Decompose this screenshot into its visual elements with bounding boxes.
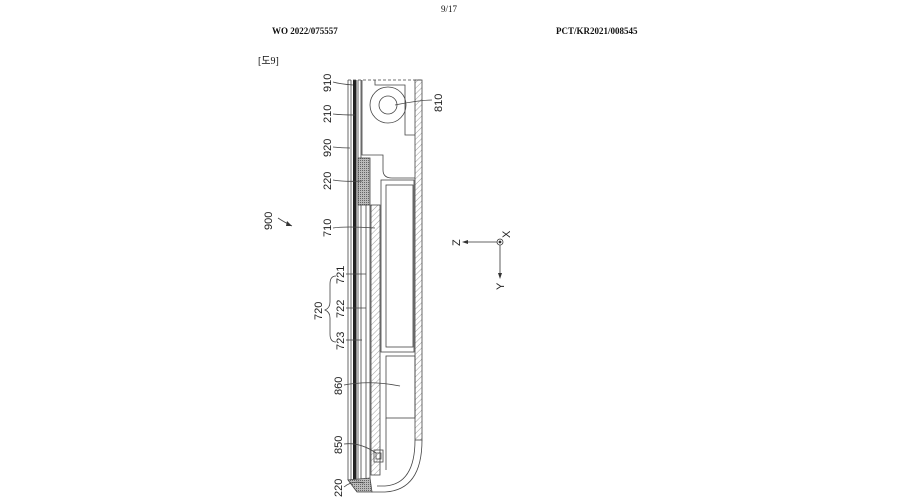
label-720: 720 xyxy=(313,302,325,320)
application-number: PCT/KR2021/008545 xyxy=(556,26,638,36)
label-220-top: 220 xyxy=(322,172,334,190)
label-860: 860 xyxy=(333,377,345,395)
part-850 xyxy=(373,449,384,463)
axis-z: Z xyxy=(451,239,463,246)
label-220-bottom: 220 xyxy=(333,479,345,497)
part-220-bottom xyxy=(347,477,373,493)
label-722: 722 xyxy=(335,300,347,318)
y-arrow-icon xyxy=(498,273,502,279)
label-723: 723 xyxy=(335,332,347,350)
publication-number: WO 2022/075557 xyxy=(272,26,338,36)
axis-x: X xyxy=(501,230,513,238)
label-910: 910 xyxy=(322,74,334,92)
label-810: 810 xyxy=(433,94,445,112)
device-cross-section xyxy=(277,79,433,493)
part-810-outer xyxy=(369,86,407,124)
label-710: 710 xyxy=(322,219,334,237)
label-920: 920 xyxy=(322,139,334,157)
support-plate xyxy=(370,204,381,476)
housing-wall xyxy=(414,79,423,441)
figure-label: [도9] xyxy=(258,56,279,67)
label-721: 721 xyxy=(335,266,347,284)
part-810-inner xyxy=(378,95,398,115)
page-number: 9/17 xyxy=(441,4,458,14)
label-850: 850 xyxy=(333,436,345,454)
coordinate-axes xyxy=(466,238,504,275)
dark-layer-910 xyxy=(353,80,357,480)
z-arrow-icon xyxy=(462,240,468,244)
label-900: 900 xyxy=(263,212,275,230)
part-860-box xyxy=(385,355,416,419)
axis-y: Y xyxy=(495,282,507,290)
label-210: 210 xyxy=(322,105,334,123)
battery-box xyxy=(380,179,415,353)
